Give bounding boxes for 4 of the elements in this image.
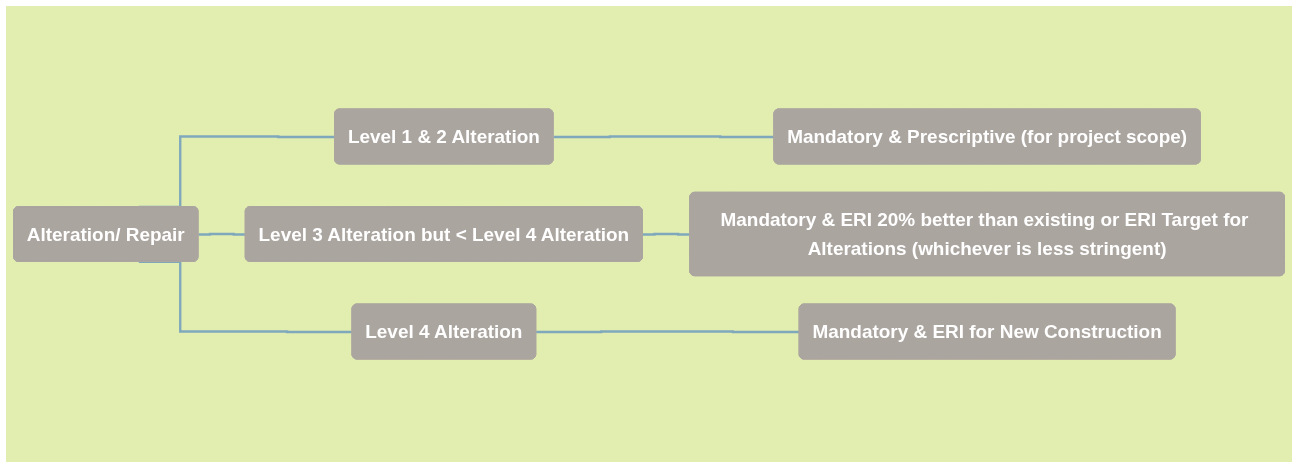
connector [536,330,800,334]
connector [553,135,775,139]
connector [642,232,691,236]
connector [198,232,246,236]
